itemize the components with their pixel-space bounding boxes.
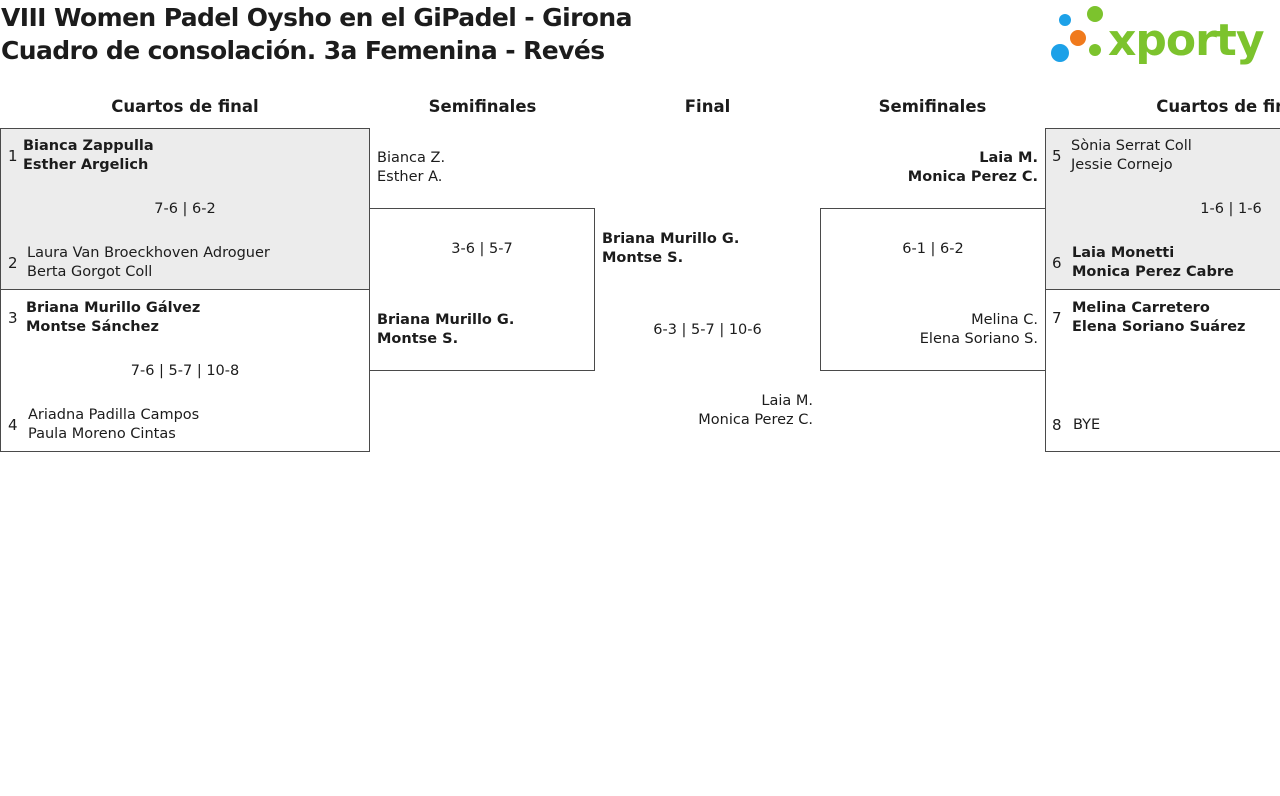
header-left-quarterfinals: Cuartos de final — [111, 97, 259, 116]
logo-dot-green-icon — [1087, 6, 1103, 22]
player-name: Montse S. — [602, 250, 684, 266]
match-box-right-qf-2[interactable]: 7 Melina Carretero Elena Soriano Suárez … — [1045, 289, 1280, 452]
match-score: 1-6 | 1-6 — [1200, 201, 1262, 217]
player-name: Monica Perez C. — [907, 169, 1038, 185]
player-name: Elena Soriano S. — [919, 331, 1038, 347]
player-name: Montse S. — [377, 331, 459, 347]
logo-dot-orange-icon — [1070, 30, 1086, 46]
player-name: Berta Gorgot Coll — [27, 264, 153, 280]
header-right-quarterfinals: Cuartos de final — [1156, 97, 1280, 116]
match-box-right-sf[interactable]: 6-1 | 6-2 Melina C. Elena Soriano S. — [820, 208, 1046, 371]
team-1-names[interactable]: Briana Murillo Gálvez Montse Sánchez — [26, 299, 200, 337]
player-name: Laia M. — [979, 150, 1038, 166]
team-2-names[interactable]: Ariadna Padilla Campos Paula Moreno Cint… — [28, 406, 199, 444]
match-box-left-sf[interactable]: 3-6 | 5-7 Briana Murillo G. Montse S. — [369, 208, 595, 371]
match-box-left-qf-1[interactable]: 1 Bianca Zappulla Esther Argelich 7-6 | … — [0, 128, 370, 290]
player-name: Briana Murillo Gálvez — [26, 300, 201, 316]
final-team-1[interactable]: Briana Murillo G. Montse S. — [602, 230, 739, 268]
player-name: Sònia Serrat Coll — [1071, 138, 1192, 154]
player-name: Esther Argelich — [23, 157, 149, 173]
final-team-2[interactable]: Laia M. Monica Perez C. — [600, 392, 813, 430]
left-sf-team-1[interactable]: Bianca Z. Esther A. — [377, 149, 445, 187]
page-title: VIII Women Padel Oysho en el GiPadel - G… — [1, 3, 632, 32]
seed-number: 8 — [1052, 416, 1062, 434]
left-sf-team-2[interactable]: Briana Murillo G. Montse S. — [377, 311, 514, 349]
player-name: Montse Sánchez — [26, 319, 159, 335]
match-score: 3-6 | 5-7 — [451, 241, 513, 257]
team-2-bye: BYE — [1073, 417, 1101, 433]
seed-number: 7 — [1052, 309, 1062, 327]
header-right-semifinals: Semifinales — [878, 97, 987, 116]
match-score: 7-6 | 5-7 | 10-8 — [130, 363, 240, 379]
team-2-names[interactable]: Laia Monetti Monica Perez Cabre — [1072, 244, 1234, 282]
player-name: Monica Perez C. — [698, 412, 813, 428]
team-1-names[interactable]: Sònia Serrat Coll Jessie Cornejo — [1071, 137, 1192, 175]
xporty-logo-mark: xporty — [1051, 6, 1265, 66]
final-score: 6-3 | 5-7 | 10-6 — [653, 322, 762, 338]
player-name: Melina C. — [971, 312, 1038, 328]
player-name: Ariadna Padilla Campos — [28, 407, 200, 423]
player-name: Melina Carretero — [1072, 300, 1210, 316]
player-name: Bianca Zappulla — [23, 138, 154, 154]
player-name: Briana Murillo G. — [377, 312, 515, 328]
team-2-names[interactable]: Laura Van Broeckhoven Adroguer Berta Gor… — [27, 244, 270, 282]
logo-wordmark: xporty — [1108, 15, 1264, 66]
player-name: Jessie Cornejo — [1071, 157, 1173, 173]
xporty-logo[interactable]: xporty — [1048, 0, 1280, 72]
match-score: 7-6 | 6-2 — [154, 201, 216, 217]
player-name: Laura Van Broeckhoven Adroguer — [27, 245, 270, 261]
match-box-right-qf-1[interactable]: 5 Sònia Serrat Coll Jessie Cornejo 1-6 |… — [1045, 128, 1280, 290]
header-left-semifinals: Semifinales — [428, 97, 537, 116]
page-subtitle: Cuadro de consolación. 3a Femenina - Rev… — [1, 36, 605, 65]
player-name: Bianca Z. — [377, 150, 446, 166]
right-sf-team-1[interactable]: Laia M. Monica Perez C. — [820, 149, 1038, 187]
player-name: Laia Monetti — [1072, 245, 1175, 261]
player-name: Paula Moreno Cintas — [28, 426, 176, 442]
seed-number: 5 — [1052, 147, 1062, 165]
player-name: Briana Murillo G. — [602, 231, 740, 247]
player-name: Monica Perez Cabre — [1072, 264, 1234, 280]
player-name: Laia M. — [761, 393, 813, 409]
player-name: Esther A. — [377, 169, 443, 185]
logo-dot-blue-icon — [1059, 14, 1071, 26]
seed-number: 1 — [8, 147, 18, 165]
seed-number: 3 — [8, 309, 18, 327]
player-name: Elena Soriano Suárez — [1072, 319, 1246, 335]
team-1-names[interactable]: Melina Carretero Elena Soriano Suárez — [1072, 299, 1245, 337]
logo-dot-green-small-icon — [1089, 44, 1101, 56]
seed-number: 6 — [1052, 254, 1062, 272]
match-box-left-qf-2[interactable]: 3 Briana Murillo Gálvez Montse Sánchez 7… — [0, 289, 370, 452]
right-sf-team-2[interactable]: Melina C. Elena Soriano S. — [821, 311, 1038, 349]
seed-number: 2 — [8, 254, 18, 272]
team-1-names[interactable]: Bianca Zappulla Esther Argelich — [23, 137, 154, 175]
logo-dot-blue-large-icon — [1051, 44, 1069, 62]
header-final: Final — [684, 97, 731, 116]
seed-number: 4 — [8, 416, 18, 434]
match-score: 6-1 | 6-2 — [902, 241, 964, 257]
